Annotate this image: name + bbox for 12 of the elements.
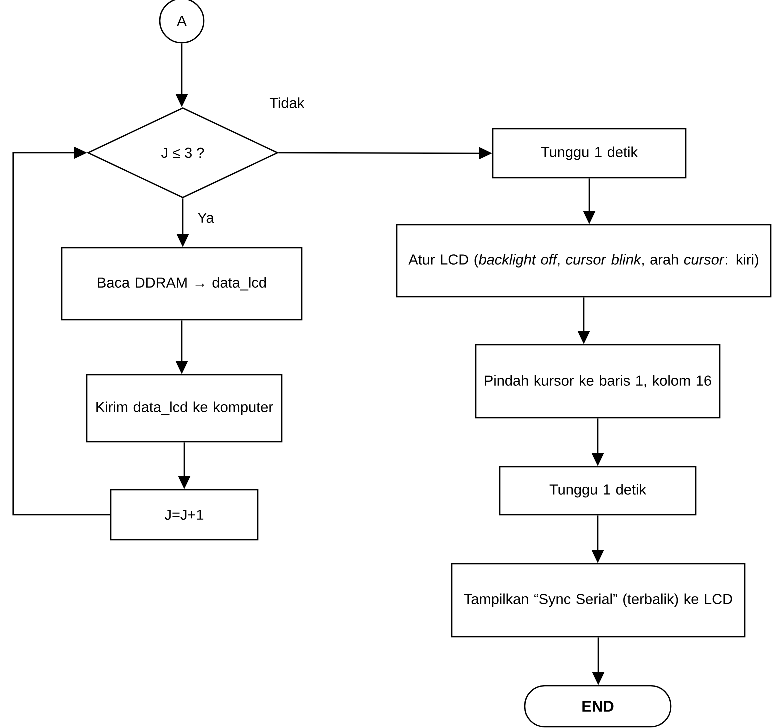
process-box: Tunggu 1 detik: [499, 466, 697, 516]
edge-label: Tidak: [268, 96, 306, 110]
process-box: Kirim data_lcd ke komputer: [86, 374, 283, 443]
terminator-box: END: [524, 685, 672, 728]
process-box: Pindah kursor ke baris 1, kolom 16: [475, 344, 721, 419]
process-box: Baca DDRAM → data_lcd: [61, 247, 303, 321]
arrow: [12, 146, 110, 516]
process-box: Tampilkan “Sync Serial” (terbalik) ke LCD: [451, 563, 746, 638]
process-box: J=J+1: [110, 489, 259, 541]
process-box: Atur LCD (backlight off, cursor blink, arah cursor: kiri): [396, 224, 772, 298]
process-box: Tunggu 1 detik: [492, 128, 687, 179]
edge-label: Ya: [196, 212, 216, 224]
